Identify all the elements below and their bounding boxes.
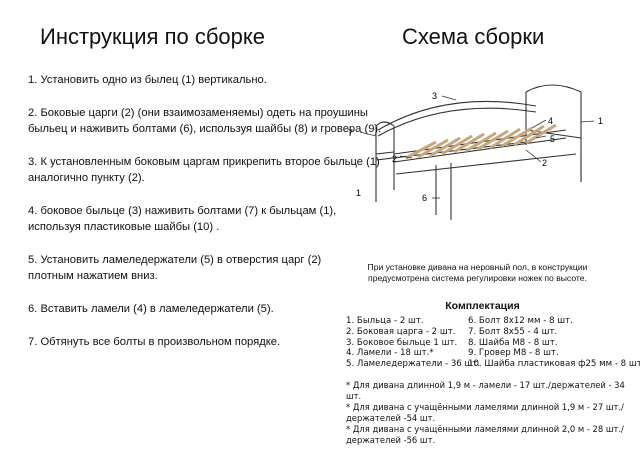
footnote: * Для дивана длинной 1,9 м - ламели - 17…: [346, 380, 625, 401]
kit-item: 1. Быльца - 2 шт.: [346, 316, 424, 326]
step-7: 7. Обтянуть все болты в произвольном пор…: [28, 334, 328, 350]
kit-item: 3. Боковое быльце 1 шт.: [346, 337, 458, 348]
label-4: 4: [548, 116, 553, 126]
kit-row: 1. Быльца - 2 шт. 6. Болт 8х12 мм - 8 шт…: [346, 316, 640, 327]
step-line: плотным нажатием вниз.: [28, 270, 158, 282]
step-line: 1. Установить одно из былец (1) вертикал…: [28, 74, 267, 86]
note-line: предусмотрена система регулировки ножек …: [368, 273, 587, 283]
kit-item: 7. Болт 8х55 - 4 шт.: [468, 326, 558, 337]
step-6: 6. Вставить ламели (4) в ламеледержатели…: [28, 301, 328, 317]
step-line: 2. Боковые царги (2) (они взаимозаменяем…: [28, 107, 368, 119]
height-adjust-note: При установке дивана на неровный пол, в …: [340, 262, 615, 284]
note-line: При установке дивана на неровный пол, в …: [367, 262, 588, 272]
step-5: 5. Установить ламеледержатели (5) в отве…: [28, 252, 328, 284]
headboard-left-rail: [375, 151, 395, 155]
label-2b: 2: [542, 158, 547, 168]
headboard-left-arc: [375, 121, 395, 127]
step-1: 1. Установить одно из былец (1) вертикал…: [28, 72, 328, 88]
step-2: 2. Боковые царги (2) (они взаимозаменяем…: [28, 105, 382, 137]
side-rail-back-lower: [393, 137, 567, 163]
step-line: 5. Установить ламеледержатели (5) в отве…: [28, 254, 322, 266]
label-7: 7: [348, 128, 353, 138]
step-line: аналогично пункту (2).: [28, 172, 145, 184]
instructions-title: Инструкция по сборке: [40, 24, 266, 49]
footnote: * Для дивана с учащёнными ламелями длинн…: [346, 424, 624, 445]
footnotes: * Для дивана длинной 1,9 м - ламели - 17…: [346, 380, 636, 446]
kit-item: 4. Ламели - 18 шт.*: [346, 348, 434, 359]
step-4: 4. боковое быльце (3) наживить болтами (…: [28, 203, 337, 235]
assembly-diagram: 3 7 2 2 4 5 1 1 6: [348, 84, 603, 220]
kit-title: Комплектация: [445, 300, 520, 312]
scheme-title: Схема сборки: [402, 24, 545, 49]
kit-item: 8. Шайба М8 - 8 шт.: [468, 337, 558, 348]
slats: [405, 123, 557, 160]
step-line: 7. Обтянуть все болты в произвольном пор…: [28, 336, 281, 348]
kit-list: 1. Быльца - 2 шт. 6. Болт 8х12 мм - 8 шт…: [346, 316, 640, 370]
step-line: быльец и наживить болтами (6), используя…: [28, 123, 382, 135]
kit-row: 2. Боковая царга - 2 шт. 7. Болт 8х55 - …: [346, 327, 640, 338]
label-3: 3: [432, 91, 437, 101]
label-6: 6: [422, 193, 427, 203]
kit-row: 5. Ламеледержатели - 36 шт. 10. Шайба пл…: [346, 359, 640, 370]
side-back-arc: [377, 100, 537, 131]
label-2a: 2: [392, 154, 397, 164]
kit-item: 10. Шайба пластиковая ф25 мм - 8 шт.: [468, 359, 640, 370]
assembly-steps: 1. Установить одно из былец (1) вертикал…: [28, 72, 382, 367]
label-5: 5: [550, 134, 555, 144]
step-line: используя пластиковые шайбы (10) .: [28, 221, 220, 233]
label-1b: 1: [356, 188, 361, 198]
kit-row: 3. Боковое быльце 1 шт. 8. Шайба М8 - 8 …: [346, 338, 640, 349]
side-rail-front: [375, 141, 527, 161]
footnote: * Для дивана с учащёнными ламелями длинн…: [346, 402, 624, 423]
step-line: 4. боковое быльце (3) наживить болтами (…: [28, 205, 337, 217]
side-rail-front-lower: [395, 153, 577, 175]
step-3: 3. К установленным боковым царгам прикре…: [28, 154, 380, 186]
kit-item: 9. Гровер М8 - 8 шт.: [468, 348, 559, 359]
kit-item: 5. Ламеледержатели - 36 шт.: [346, 359, 481, 370]
headboard-right-arc: [525, 84, 582, 93]
label-1a: 1: [598, 116, 603, 126]
kit-item: 6. Болт 8х12 мм - 8 шт.: [468, 316, 573, 326]
side-back-arc-inner: [377, 107, 537, 137]
step-line: 6. Вставить ламели (4) в ламеледержатели…: [28, 303, 274, 315]
kit-row: 4. Ламели - 18 шт.* 9. Гровер М8 - 8 шт.: [346, 348, 640, 359]
step-line: 3. К установленным боковым царгам прикре…: [28, 156, 380, 168]
kit-item: 2. Боковая царга - 2 шт.: [346, 326, 456, 337]
